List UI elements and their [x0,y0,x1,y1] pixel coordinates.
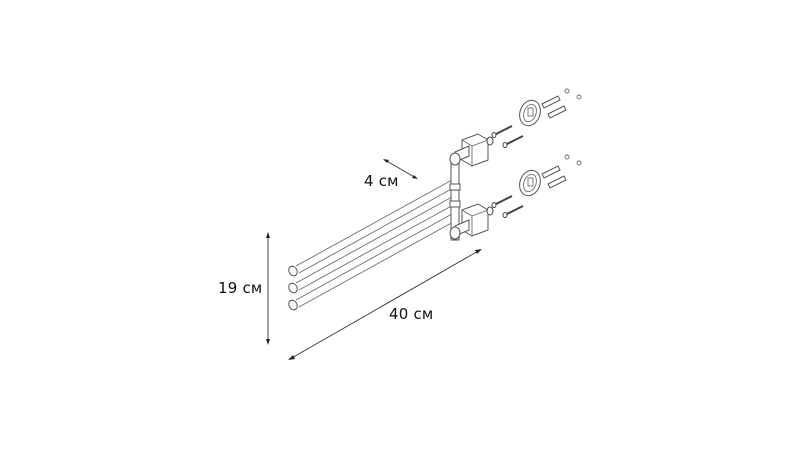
cover-caps [564,88,582,166]
wall-plugs [541,95,567,189]
length-dimension-line [288,249,482,360]
towel-rail-arms [288,178,460,311]
height-label: 19 см [218,279,263,297]
mounting-plates [519,99,541,197]
mounting-screws [491,125,524,218]
set-screws [486,136,494,216]
upper-wall-bracket [449,133,489,167]
length-label: 40 см [389,305,434,323]
depth-label: 4 см [364,172,399,190]
lower-wall-bracket [449,203,489,240]
depth-dimension-line [383,159,418,179]
height-dimension-line [266,232,270,345]
